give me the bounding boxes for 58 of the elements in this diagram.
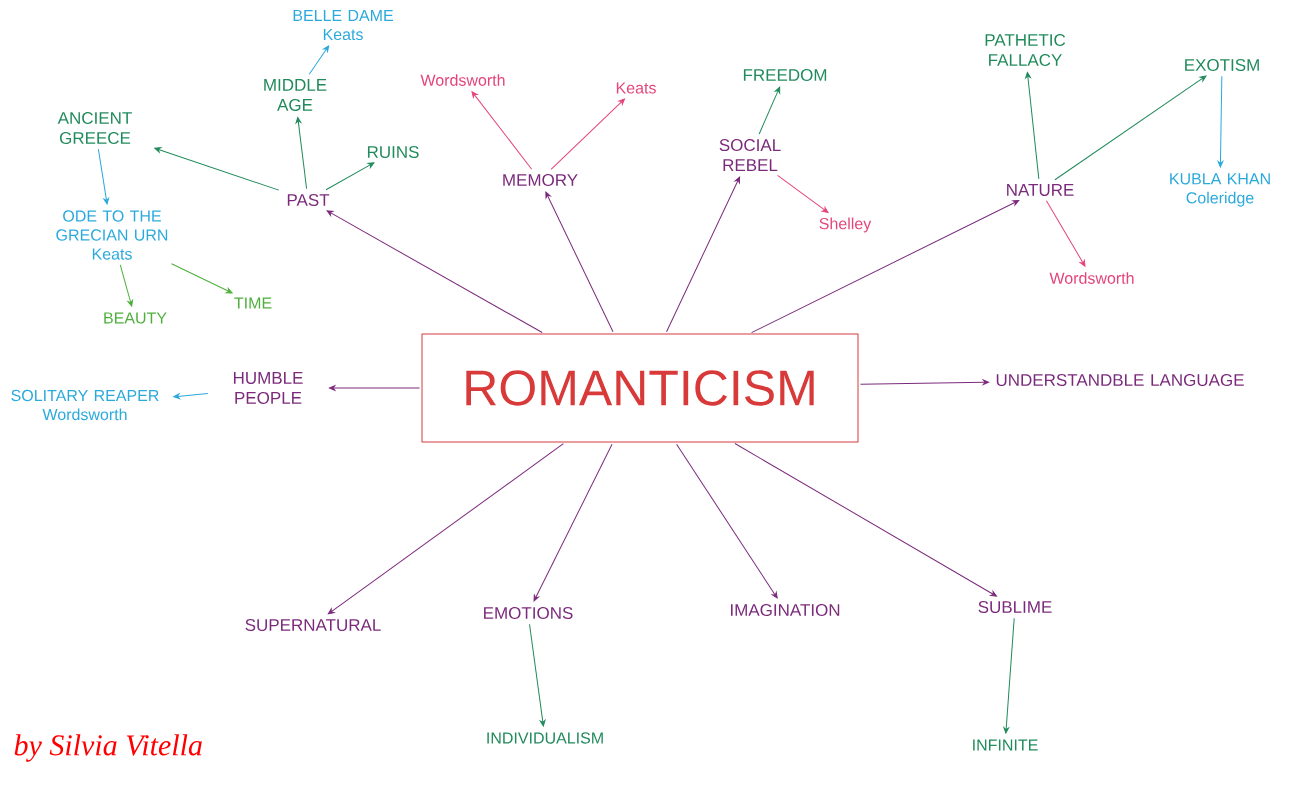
concept-label: RUINS [367, 146, 419, 159]
arrow [734, 443, 997, 597]
concept-label: Keats [616, 82, 656, 94]
concept-label: TIME [234, 297, 272, 309]
concept-label: ANCIENT GREECE [57, 112, 132, 145]
arrow [471, 91, 533, 170]
concept-label: IMAGINATION [731, 604, 840, 617]
concept-label: Shelley [819, 217, 872, 233]
arrow [328, 385, 420, 391]
arrow [676, 443, 778, 599]
concept-label: HUMBLE PEOPLE [234, 372, 303, 404]
arrow [1025, 71, 1040, 180]
arrow [1217, 75, 1224, 168]
arrow [154, 147, 280, 191]
concept-label: Wordsworth [1049, 272, 1134, 284]
concept-label: PATHETIC FALLACY [985, 34, 1066, 67]
concept-label: INDIVIDUALISM [487, 732, 603, 744]
arrow [758, 86, 781, 135]
arrow [860, 379, 990, 386]
concept-label: SUPERNATURAL [245, 619, 381, 632]
concept-label: MEMORY [503, 174, 578, 187]
arrow [1054, 75, 1207, 181]
concept-label: MIDDLE AGE [264, 79, 327, 111]
concept-label: UNDERSTANDBLE LANGUAGE [996, 374, 1244, 387]
arrow [529, 623, 546, 727]
arrow [97, 148, 110, 205]
concept-label: EMOTIONS [484, 607, 573, 620]
signature-text: by Silvia Vitella [14, 734, 202, 762]
arrow [550, 98, 625, 170]
arrow [751, 200, 1020, 334]
arrow [777, 174, 829, 213]
concept-label: SOCIAL REBEL [719, 139, 781, 171]
concept-label: BELLE DAME Keats [293, 9, 393, 41]
arrow [533, 443, 613, 602]
concept-label: INFINITE [973, 739, 1038, 751]
arrow [327, 443, 564, 615]
concept-label: PAST [287, 194, 330, 207]
arrow [308, 45, 330, 75]
concept-label: SOLITARY REAPER Wordsworth [11, 389, 159, 421]
concept-label: ODE TO THE GRECIAN URN Keats [56, 210, 168, 260]
concept-label: NATURE [1007, 184, 1074, 196]
arrow [666, 176, 741, 333]
concept-label: KUBLA KHAN Coleridge [1170, 173, 1270, 207]
concept-label: SUBLIME [978, 601, 1052, 614]
concept-label: Wordsworth [420, 74, 505, 86]
concept-label: EXOTISM [1185, 59, 1259, 72]
arrow [295, 116, 308, 190]
arrow [545, 191, 614, 333]
arrow [325, 162, 375, 191]
arrow [1003, 617, 1015, 734]
title-box: ROMANTICISM [421, 333, 859, 443]
concept-label: FREEDOM [743, 69, 827, 82]
arrow [173, 393, 209, 400]
arrow [171, 263, 233, 294]
arrow [1045, 200, 1086, 267]
arrow [326, 210, 543, 333]
concept-label: BEAUTY [104, 312, 167, 324]
arrow [119, 264, 134, 307]
